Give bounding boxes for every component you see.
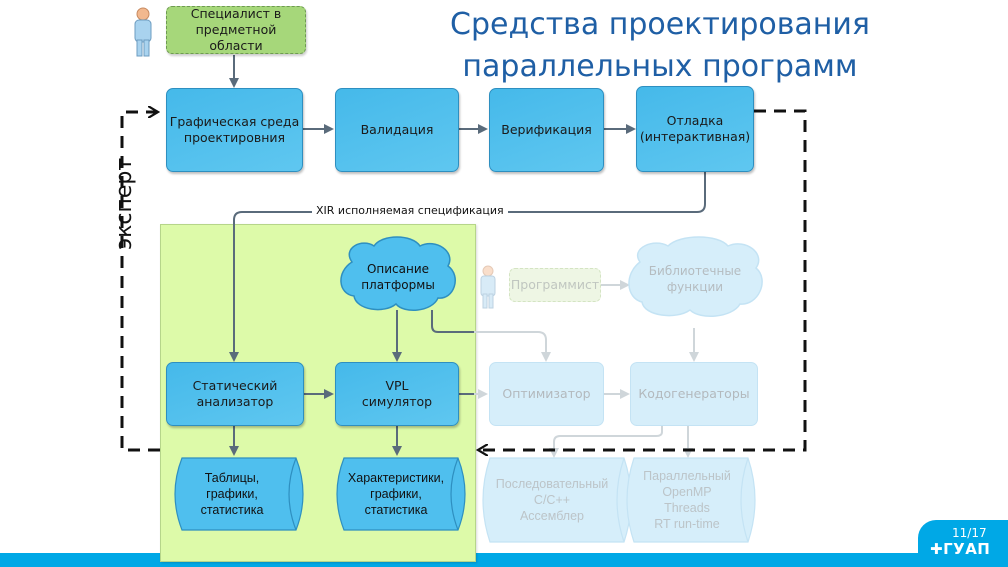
library-cloud	[628, 236, 763, 317]
graphic-env-box: Графическая среда проектировния	[166, 88, 303, 172]
sequential-label: Последовательный C/C++ Ассемблер	[495, 477, 609, 523]
platform-cloud	[340, 236, 456, 311]
arrow-codegen-to-sequential	[549, 424, 663, 458]
arrow-platform-to-optimizer	[474, 331, 551, 362]
parallel-cylinder	[626, 457, 756, 543]
guap-logo: ✚ГУАП	[930, 540, 990, 558]
tables-label: Таблицы, графики, статистика	[200, 471, 264, 517]
verification-box: Верификация	[489, 88, 604, 172]
expert-loop-left	[120, 112, 160, 452]
characteristics-label: Характеристики, графики, статистика	[347, 471, 445, 517]
slide-title: Средства проектирования параллельных про…	[450, 7, 870, 84]
page-number: 11/17	[952, 526, 987, 540]
expert-label: эксперт	[112, 157, 137, 250]
validation-box: Валидация	[335, 88, 459, 172]
debug-box: Отладка (интерактивная)	[636, 86, 754, 172]
code-generators-box: Кодогенераторы	[630, 362, 758, 426]
expert-loop-right	[478, 109, 807, 450]
logo-cross-icon: ✚	[930, 540, 944, 558]
xir-label: XIR исполняемая спецификация	[312, 204, 508, 217]
parallel-label: Параллельный OpenMP Threads RT run-time	[643, 469, 731, 531]
library-functions-label: Библиотечные функции	[648, 264, 742, 294]
static-analyzer-box: Статический анализатор	[166, 362, 304, 426]
specialist-box: Специалист в предметной области	[166, 6, 306, 54]
logo-text: ГУАП	[943, 540, 991, 558]
tables-cylinder	[174, 457, 304, 531]
programmer-box: Программист	[509, 268, 601, 302]
specialist-actor-icon	[134, 7, 152, 57]
characteristics-cylinder	[336, 457, 466, 531]
vpl-simulator-box: VPL симулятор	[335, 362, 459, 426]
programmer-actor-icon	[480, 265, 496, 309]
optimizer-box: Оптимизатор	[489, 362, 604, 426]
platform-desc-label: Описание платформы	[361, 262, 435, 292]
footer-corner-tab	[918, 520, 1008, 567]
connector-platform-to-optimizer	[431, 310, 474, 333]
